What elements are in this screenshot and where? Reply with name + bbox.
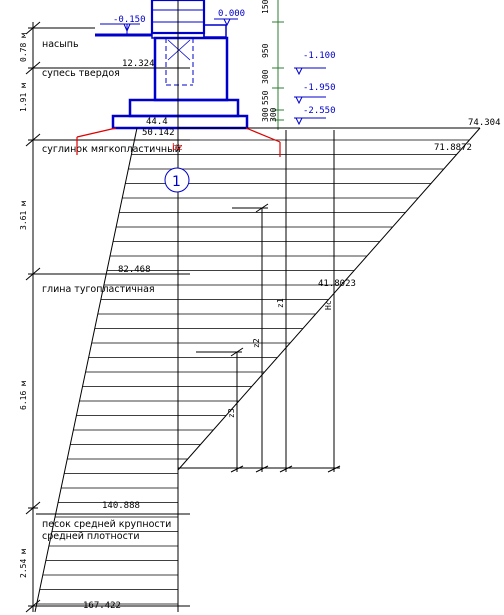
elevation-lvl2: -1.950 bbox=[303, 83, 336, 93]
soil-fill: насыпь bbox=[42, 39, 79, 50]
soil-sand-line2: средней плотности bbox=[42, 531, 140, 542]
dim-950: 950 bbox=[261, 43, 270, 58]
label-z2: z2 bbox=[252, 338, 261, 348]
dim-300c: 300 bbox=[269, 107, 278, 122]
stress-41-8023: 41.8023 bbox=[318, 279, 356, 289]
thickness-1: 0.78 м bbox=[19, 33, 28, 62]
label-z3: z3 bbox=[227, 408, 236, 418]
dim-300: 300 bbox=[261, 69, 270, 84]
elevation-top-left: -0.150 bbox=[113, 15, 146, 25]
soil-sand-line1: песок средней крупности bbox=[42, 519, 171, 530]
stress-44-4: 44.4 bbox=[146, 117, 168, 127]
dim-550: 550 bbox=[261, 90, 270, 105]
soil-clay: глина тугопластичная bbox=[42, 284, 155, 295]
stress-167-422: 167.422 bbox=[83, 601, 121, 611]
elevation-markers-right bbox=[294, 67, 326, 126]
soil-sandy-loam: супесь твердоя bbox=[42, 68, 120, 79]
stress-74-304: 74.304 bbox=[468, 118, 501, 128]
label-hc: Hc bbox=[324, 300, 333, 310]
thickness-2: 1.91 м bbox=[19, 83, 28, 112]
elevation-markers-top bbox=[100, 18, 238, 35]
thickness-3: 3.61 м bbox=[19, 201, 28, 230]
stress-140-888: 140.888 bbox=[102, 501, 140, 511]
depth-dimensions bbox=[178, 130, 341, 473]
thickness-5: 2.54 м bbox=[19, 549, 28, 578]
stress-12-324: 12.324 bbox=[122, 59, 155, 69]
stress-71-8872: 71.8872 bbox=[434, 143, 472, 153]
dim-300b: 300 bbox=[261, 107, 270, 122]
red-bz-area bbox=[76, 127, 281, 157]
label-bz: bz bbox=[172, 143, 183, 153]
thickness-4: 6.16 м bbox=[19, 381, 28, 410]
layer-thickness-chain bbox=[25, 21, 41, 613]
dim-150: 150 bbox=[261, 0, 270, 14]
layer-marker bbox=[164, 167, 190, 193]
layer-marker-label: 1 bbox=[172, 174, 181, 190]
elevation-top-right: 0.000 bbox=[218, 9, 245, 19]
soil-loam: суглинок мягкопластичный bbox=[42, 144, 181, 155]
elevation-lvl1: -1.100 bbox=[303, 51, 336, 61]
stress-82-468: 82.468 bbox=[118, 265, 151, 275]
label-z1: z1 bbox=[276, 298, 285, 308]
stress-50-142: 50.142 bbox=[142, 128, 175, 138]
additional-pressure-diagram bbox=[177, 127, 481, 471]
soil-boundaries bbox=[36, 27, 190, 607]
elevation-lvl3: -2.550 bbox=[303, 106, 336, 116]
